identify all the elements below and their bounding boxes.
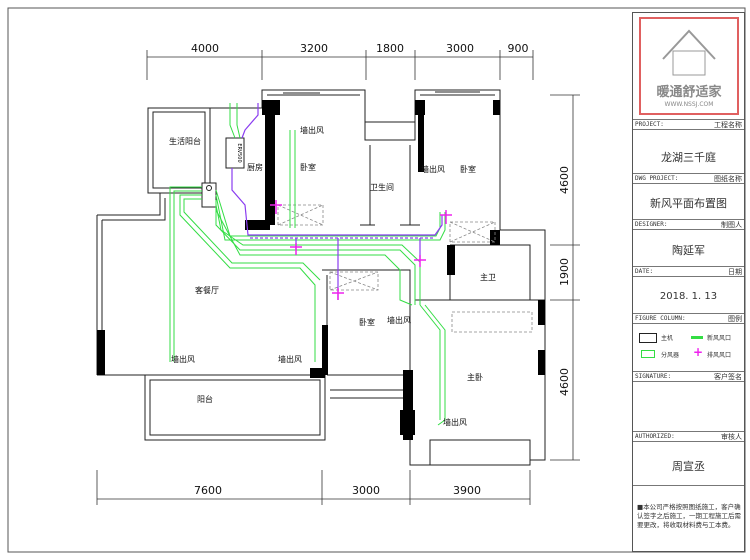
signature-label: SIGNATURE: <box>635 373 672 380</box>
outlet-label: 墙出风 <box>300 125 324 135</box>
dim-right-2: 1900 <box>558 258 571 286</box>
dim-right-1: 4600 <box>558 166 571 194</box>
room-bedroom-3: 卧室 <box>359 317 375 327</box>
dim-top-4: 3000 <box>446 42 474 55</box>
designer-label-cn: 制图人 <box>721 221 742 229</box>
wardrobes <box>277 204 533 333</box>
legend-distributor: 分风器 <box>661 352 680 359</box>
authorized-label: AUTHORIZED: <box>635 433 675 440</box>
drawing-name: 新风平面布置图 <box>650 197 727 210</box>
project-label-cn: 工程名称 <box>714 121 742 129</box>
room-balcony: 阳台 <box>197 394 213 404</box>
divider <box>633 485 744 486</box>
dim-top-5: 900 <box>508 42 529 55</box>
dimension-bottom <box>96 470 531 505</box>
project-label: PROJECT: <box>635 121 664 128</box>
legend-distributor-icon <box>641 350 655 358</box>
dim-top-3: 1800 <box>376 42 404 55</box>
authorized-label-cn: 审核人 <box>721 433 742 441</box>
legend-supply: 新风风口 <box>707 335 732 342</box>
outlet-label: 墙出风 <box>278 354 302 364</box>
distributor-icon <box>206 185 212 191</box>
dim-bottom-3: 3900 <box>453 484 481 497</box>
date-label-cn: 日期 <box>728 268 742 276</box>
designer-label: DESIGNER: <box>635 221 668 228</box>
logo-text: 暖通舒适家 <box>656 85 722 100</box>
air-distributor <box>201 182 217 208</box>
exhaust-outlets <box>270 200 452 300</box>
dwg-label: DWG PROJECT: <box>635 175 679 182</box>
columns <box>97 100 545 440</box>
legend-exhaust: 排风风口 <box>707 352 732 359</box>
date-label: DATE: <box>635 268 654 275</box>
room-utility-balcony: 生活阳台 <box>169 136 201 146</box>
room-master-bedroom: 主卧 <box>467 372 483 382</box>
room-kitchen: 厨房 <box>247 162 263 172</box>
outlet-label: 墙出风 <box>387 315 411 325</box>
legend-supply-icon <box>691 336 703 339</box>
dimension-top <box>146 50 534 80</box>
dimension-right <box>550 94 580 461</box>
room-bedroom-1: 卧室 <box>300 162 316 172</box>
dim-right-3: 4600 <box>558 368 571 396</box>
logo-url: WWW.NSSJ.COM <box>664 101 714 108</box>
room-bedroom-2: 卧室 <box>460 164 476 174</box>
legend-unit: 主机 <box>661 335 674 342</box>
company-logo: 暖通舒适家 WWW.NSSJ.COM <box>639 17 739 115</box>
house-logo-icon <box>662 29 716 76</box>
dwg-label-cn: 图纸名称 <box>714 175 742 183</box>
supply-ducts <box>169 103 446 426</box>
project-name: 龙湖三千庭 <box>661 151 716 164</box>
sheet-border <box>7 7 746 553</box>
figure-label-cn: 图例 <box>728 315 742 323</box>
dim-bottom-2: 3000 <box>352 484 380 497</box>
room-master-bath: 主卫 <box>480 272 496 282</box>
room-living-dining: 客餐厅 <box>195 285 219 295</box>
dim-top-2: 3200 <box>300 42 328 55</box>
legend-unit-icon <box>639 333 657 343</box>
room-bathroom: 卫生间 <box>370 182 394 192</box>
fresh-air-unit-label: ERV500 <box>236 143 242 162</box>
outlet-label: 墙出风 <box>421 164 445 174</box>
title-block: 暖通舒适家 WWW.NSSJ.COM PROJECT: 工程名称 龙湖三千庭 DW… <box>632 12 745 552</box>
outlet-label: 墙出风 <box>443 417 467 427</box>
legend-exhaust-icon: + <box>693 345 704 359</box>
construction-note: ■本公司严格按照图纸施工，客户确认签字之后施工，一期工程施工后需要更改，将收取材… <box>637 503 741 529</box>
signature-label-cn: 客户签名 <box>714 373 742 381</box>
dim-bottom-1: 7600 <box>194 484 222 497</box>
outlet-label: 墙出风 <box>171 354 195 364</box>
authorized-name: 周宣丞 <box>672 460 705 473</box>
designer-name: 陶延军 <box>672 244 705 257</box>
figure-label: FIGURE COLUMN: <box>635 315 686 322</box>
walls <box>96 89 546 466</box>
dim-top-1: 4000 <box>191 42 219 55</box>
date-value: 2018. 1. 13 <box>659 291 718 302</box>
